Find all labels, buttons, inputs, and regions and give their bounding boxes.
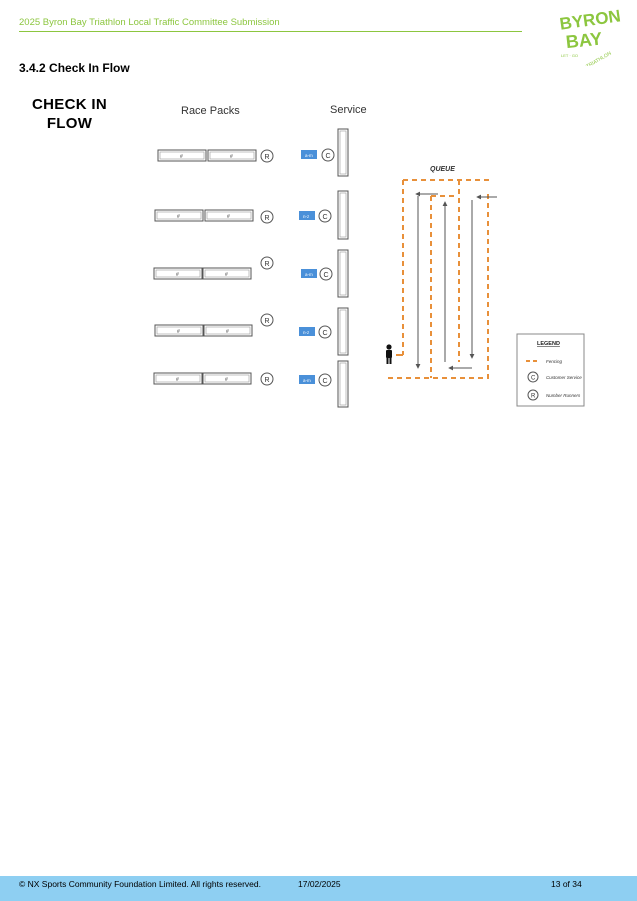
table-mark: # [176, 377, 179, 383]
legend-number-runner-icon [527, 389, 539, 401]
race-pack-table [204, 209, 254, 222]
service-counter [337, 307, 349, 356]
service-counter [337, 360, 349, 408]
service-heading: Service [330, 104, 367, 116]
service-desk [301, 150, 317, 159]
legend-customer-service: Customer Service [546, 375, 582, 380]
runner-symbol: R [265, 261, 270, 268]
footer-copyright: © NX Sports Community Foundation Limited… [19, 879, 262, 889]
number-runner-icon [260, 313, 274, 327]
header-document-title: 2025 Byron Bay Triathlon Local Traffic C… [19, 17, 280, 28]
customer-service-icon [318, 209, 332, 223]
footer-page-number: 13 of 34 [551, 879, 582, 889]
legend-number-runners: Number Runners [546, 393, 581, 398]
number-runner-icon [260, 256, 274, 270]
legend-customer-service-icon [527, 371, 539, 383]
number-runner-icon [260, 210, 274, 224]
number-runner-icon [260, 149, 274, 163]
table-mark: # [230, 154, 233, 160]
table-mark: # [227, 214, 230, 220]
service-desk-label: a-m [303, 378, 311, 383]
race-pack-row: # # R [153, 256, 274, 280]
diagram-title-line1: CHECK IN [32, 96, 107, 113]
service-counter [337, 190, 349, 240]
runner-symbol: R [265, 215, 270, 222]
number-runner-icon [260, 372, 274, 386]
race-pack-row: # # R [157, 149, 274, 163]
service-station: a-m C [299, 360, 349, 408]
table-mark: # [225, 272, 228, 278]
service-desk-label: n-z [303, 330, 310, 335]
service-symbol: C [324, 272, 329, 279]
queue-flow-arrows [415, 191, 497, 371]
legend-fencing: Fencing [546, 359, 563, 364]
service-station: a-m C [301, 249, 349, 298]
customer-service-icon [318, 325, 332, 339]
customer-service-icon [321, 148, 335, 162]
service-counter [337, 128, 349, 177]
svg-text:R: R [531, 394, 536, 400]
race-pack-table [153, 372, 203, 385]
footer-date: 17/02/2025 [298, 879, 341, 889]
race-pack-table [157, 149, 207, 162]
race-pack-row: # # R [154, 313, 274, 337]
race-pack-table [154, 209, 204, 222]
logo-slogan: LET · GO [561, 53, 578, 58]
logo-line2: BAY [565, 28, 603, 52]
service-desk-label: a-m [305, 272, 313, 277]
header-divider [19, 31, 522, 32]
service-desk [299, 327, 315, 336]
runner-symbol: R [265, 154, 270, 161]
race-pack-table [207, 149, 257, 162]
race-pack-row: # # R [154, 209, 274, 224]
race-pack-row: # # R [153, 372, 274, 386]
table-mark: # [226, 329, 229, 335]
customer-service-icon [318, 373, 332, 387]
svg-text:C: C [531, 376, 536, 382]
service-desk-label: a-m [305, 153, 313, 158]
diagram-title-line2: FLOW [46, 115, 93, 132]
service-symbol: C [323, 214, 328, 221]
byron-bay-triathlon-logo: BYRON BAY LET · GO TRIATHLON [558, 6, 621, 66]
service-counter [337, 249, 349, 298]
service-desk-label: n-z [303, 214, 310, 219]
runner-symbol: R [265, 377, 270, 384]
legend: LEGEND Fencing C Customer Service R Numb… [516, 333, 585, 407]
customer-service-icon [319, 267, 333, 281]
service-desk [299, 211, 315, 220]
table-mark: # [177, 329, 180, 335]
service-desk [301, 269, 317, 278]
table-mark: # [225, 377, 228, 383]
service-station: n-z C [299, 307, 349, 356]
service-station: n-z C [299, 190, 349, 240]
table-mark: # [180, 154, 183, 160]
table-mark: # [177, 214, 180, 220]
service-station: a-m C [301, 128, 349, 177]
race-pack-table [153, 267, 203, 280]
footer: © NX Sports Community Foundation Limited… [0, 876, 637, 901]
race-pack-table [202, 267, 252, 280]
service-symbol: C [323, 378, 328, 385]
runner-symbol: R [265, 318, 270, 325]
race-packs-heading: Race Packs [181, 105, 240, 117]
legend-title: LEGEND [537, 341, 560, 347]
queue-label: QUEUE [430, 166, 455, 173]
race-pack-table [203, 324, 253, 337]
service-symbol: C [323, 330, 328, 337]
diagram-title: CHECK IN FLOW [22, 95, 117, 133]
section-heading: 3.4.2 Check In Flow [19, 61, 130, 75]
service-symbol: C [326, 153, 331, 160]
table-mark: # [176, 272, 179, 278]
queue-fencing [388, 179, 493, 379]
person-icon [386, 344, 392, 364]
race-pack-table [202, 372, 252, 385]
race-pack-table [154, 324, 204, 337]
service-desk [299, 375, 315, 384]
